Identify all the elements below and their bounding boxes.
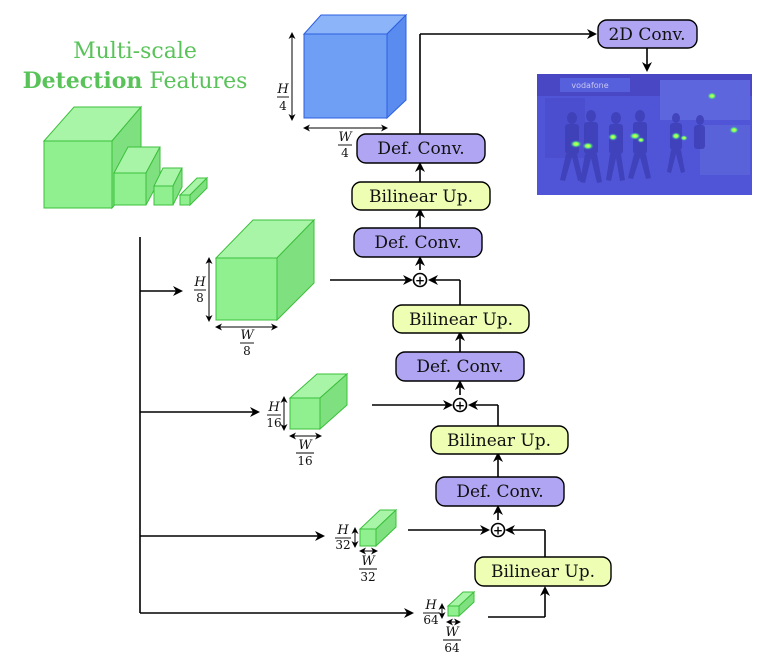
- feature-cube-quarter: [288, 13, 408, 132]
- bilinear-up-block-eighth: Bilinear Up.: [392, 304, 530, 334]
- svg-text:Def. Conv.: Def. Conv.: [416, 357, 503, 377]
- bilinear-up-block-sixteenth: Bilinear Up.: [430, 425, 569, 455]
- dim-w32: W 32: [359, 554, 377, 584]
- conv2d-block: 2D Conv.: [597, 19, 698, 49]
- feature-cube-eighth: [205, 218, 316, 331]
- svg-text:4: 4: [341, 146, 349, 160]
- svg-text:+: +: [455, 399, 465, 413]
- svg-text:Def. Conv.: Def. Conv.: [456, 482, 543, 502]
- svg-text:8: 8: [243, 344, 251, 358]
- svg-text:+: +: [493, 524, 503, 538]
- svg-text:64: 64: [444, 641, 460, 655]
- svg-text:Def. Conv.: Def. Conv.: [377, 139, 464, 159]
- svg-text:8: 8: [196, 291, 204, 305]
- title-rest: Features: [142, 69, 247, 94]
- svg-text:Bilinear Up.: Bilinear Up.: [369, 187, 473, 207]
- title-bold: Detection: [23, 68, 143, 94]
- feature-cube-thirtysecond: [351, 508, 398, 555]
- store-sign: vodafone: [571, 81, 608, 90]
- def-conv-block-top: Def. Conv.: [356, 133, 486, 164]
- sum-node-sixteenth: +: [452, 397, 468, 413]
- svg-text:Bilinear Up.: Bilinear Up.: [409, 310, 513, 330]
- dim-h4: H 4: [276, 82, 289, 113]
- bilinear-up-block-top: Bilinear Up.: [351, 181, 491, 211]
- bilinear-up-block-thirtysecond: Bilinear Up.: [474, 556, 612, 587]
- def-conv-block-thirtysecond: Def. Conv.: [435, 476, 565, 507]
- svg-text:W: W: [338, 130, 353, 145]
- svg-text:W: W: [445, 625, 460, 640]
- svg-text:W: W: [298, 438, 313, 453]
- svg-text:4: 4: [279, 99, 287, 113]
- svg-text:32: 32: [335, 538, 350, 552]
- legend-cubes: [42, 105, 209, 210]
- def-conv-block-sixteenth: Def. Conv.: [395, 351, 525, 382]
- svg-text:16: 16: [297, 454, 312, 468]
- feature-cube-sixtyfourth: [438, 590, 476, 626]
- dim-w16: W 16: [296, 438, 314, 468]
- dim-w8: W 8: [240, 328, 255, 358]
- svg-text:64: 64: [423, 613, 439, 627]
- svg-text:W: W: [240, 328, 255, 343]
- svg-text:+: +: [415, 274, 425, 288]
- svg-text:H: H: [424, 598, 437, 613]
- svg-text:16: 16: [266, 416, 281, 430]
- svg-text:2D Conv.: 2D Conv.: [608, 25, 685, 45]
- heatmap-output-image: vodafone: [537, 74, 752, 195]
- dim-h8: H 8: [193, 275, 206, 305]
- dim-w64: W 64: [443, 625, 461, 655]
- trunk-lines: [139, 237, 414, 618]
- svg-text:H: H: [193, 275, 206, 290]
- svg-text:32: 32: [360, 570, 375, 584]
- title-line1: Multi-scale: [73, 39, 197, 64]
- svg-text:Bilinear Up.: Bilinear Up.: [491, 562, 595, 582]
- svg-text:Bilinear Up.: Bilinear Up.: [447, 431, 551, 451]
- svg-text:H: H: [267, 400, 280, 415]
- dim-h64: H 64: [423, 598, 439, 627]
- decoder-connections: [330, 29, 652, 618]
- title-line2: Detection Features: [23, 68, 248, 94]
- svg-text:W: W: [361, 554, 376, 569]
- svg-text:Def. Conv.: Def. Conv.: [374, 233, 461, 253]
- sum-node-thirtysecond: +: [490, 522, 506, 538]
- dim-w4: W 4: [338, 130, 353, 160]
- dim-h16: H 16: [266, 400, 281, 430]
- svg-text:H: H: [336, 523, 349, 538]
- sum-node-eighth: +: [412, 272, 428, 288]
- dim-h32: H 32: [335, 523, 351, 552]
- feature-cube-sixteenth: [280, 372, 349, 440]
- def-conv-block-eighth: Def. Conv.: [353, 227, 483, 258]
- svg-text:H: H: [276, 82, 289, 97]
